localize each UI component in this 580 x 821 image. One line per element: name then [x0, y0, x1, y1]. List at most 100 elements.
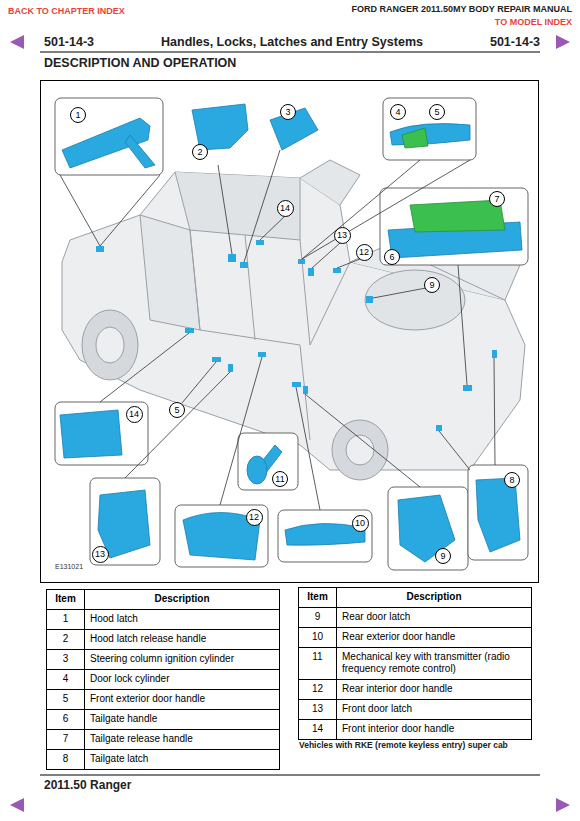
callout-circle: 9: [424, 277, 440, 293]
item-description: Rear exterior door handle: [337, 628, 531, 646]
truck-parts: [96, 240, 497, 431]
callout-circle: 11: [272, 471, 288, 487]
table-cell: 7: [46, 729, 85, 750]
table-cell: Rear exterior door handle: [336, 627, 532, 648]
callout-circle: 10: [352, 515, 369, 532]
callout-circle: 13: [334, 227, 351, 244]
table-cell: Rear interior door handle: [336, 679, 532, 700]
callout-circle: 1: [70, 107, 86, 123]
table-note: Vehicles with RKE (remote keyless entry)…: [299, 741, 508, 751]
detail-insets: [55, 98, 528, 570]
item-description: Front interior door handle: [337, 720, 531, 738]
item-number: 11: [299, 648, 336, 666]
callout-number: 14: [129, 410, 139, 419]
item-number: 1: [47, 610, 84, 628]
callout-circle: 7: [489, 191, 505, 207]
item-number: 12: [299, 680, 336, 698]
table-header-text: Description: [337, 588, 531, 606]
callout-circle: 14: [126, 406, 143, 423]
page-title: Handles, Locks, Latches and Entry System…: [161, 35, 423, 49]
item-number: 5: [47, 690, 84, 708]
table-cell: Front exterior door handle: [84, 689, 280, 710]
nav-link: BACK TO CHAPTER INDEX: [8, 6, 125, 16]
callout-number: 13: [337, 231, 347, 240]
callout-circle: 9: [435, 548, 451, 564]
callout-circle: 14: [277, 200, 294, 217]
table-cell: 10: [298, 627, 337, 648]
callout-number: 13: [95, 550, 105, 559]
rule: [40, 774, 540, 775]
table-cell: Front interior door handle: [336, 719, 532, 740]
part-pictures: [60, 104, 522, 562]
item-description: Tailgate release handle: [85, 730, 279, 748]
callout-number: 5: [434, 108, 439, 117]
page-footer: 2011.50 Ranger: [44, 779, 131, 793]
item-number: 9: [299, 608, 336, 626]
callout-circle: 5: [169, 402, 185, 418]
nav-arrow: [556, 798, 570, 812]
callout-circle: 5: [429, 104, 445, 120]
figure-frame: [41, 81, 539, 583]
item-description: Front exterior door handle: [85, 690, 279, 708]
table-cell: 8: [46, 749, 85, 770]
callout-number: 10: [355, 519, 365, 528]
section-number: 501-14-3: [44, 35, 94, 49]
section-number: 501-14-3: [490, 35, 540, 49]
table-cell: 3: [46, 649, 85, 670]
table-cell: Rear door latch: [336, 607, 532, 628]
callout-number: 9: [429, 281, 434, 290]
item-number: 2: [47, 630, 84, 648]
table-cell: Hood latch release handle: [84, 629, 280, 650]
item-description: Hood latch release handle: [85, 630, 279, 648]
table-header-text: Item: [299, 588, 336, 606]
callout-number: 7: [494, 195, 499, 204]
callout-number: 8: [509, 476, 514, 485]
table-cell: Tailgate latch: [84, 749, 280, 770]
section-heading: DESCRIPTION AND OPERATION: [44, 56, 236, 70]
item-description: Rear door latch: [337, 608, 531, 626]
table-cell: 2: [46, 629, 85, 650]
table-header-cell: Item: [46, 589, 85, 610]
callout-number: 12: [359, 248, 369, 257]
item-number: 10: [299, 628, 336, 646]
item-number: 3: [47, 650, 84, 668]
callout-circle: 12: [246, 509, 263, 526]
callout-circle: 12: [356, 244, 373, 261]
table-cell: Steering column ignition cylinder: [84, 649, 280, 670]
item-number: 7: [47, 730, 84, 748]
table-cell: 4: [46, 669, 85, 690]
callout-circle: 6: [384, 249, 400, 265]
table-cell: 14: [298, 719, 337, 740]
item-number: 4: [47, 670, 84, 688]
table-cell: Tailgate handle: [84, 709, 280, 730]
item-number: 8: [47, 750, 84, 768]
item-description: Steering column ignition cylinder: [85, 650, 279, 668]
item-description: Door lock cylinder: [85, 670, 279, 688]
nav-arrow: [556, 35, 570, 49]
table-cell: Front door latch: [336, 699, 532, 720]
callout-number: 4: [395, 108, 400, 117]
table-header-cell: Description: [84, 589, 280, 610]
table-cell: 13: [298, 699, 337, 720]
figure-id: E131021: [55, 563, 83, 571]
nav-arrow: [10, 35, 24, 49]
table-header-cell: Description: [336, 587, 532, 608]
table-cell: 5: [46, 689, 85, 710]
callout-circle: 3: [280, 104, 296, 120]
callout-number: 5: [174, 406, 179, 415]
item-description: Rear interior door handle: [337, 680, 531, 698]
item-number: 14: [299, 720, 336, 738]
table-cell: Door lock cylinder: [84, 669, 280, 690]
table-cell: 1: [46, 609, 85, 630]
nav-arrow: [10, 798, 24, 812]
callout-number: 6: [389, 253, 394, 262]
callout-number: 1: [75, 111, 80, 120]
callout-circle: 8: [504, 472, 520, 488]
callout-number: 9: [440, 552, 445, 561]
table-cell: 12: [298, 679, 337, 700]
nav-link: TO MODEL INDEX: [495, 17, 572, 27]
table-cell: 11: [298, 647, 337, 680]
table-cell: 9: [298, 607, 337, 628]
item-description: Front door latch: [337, 700, 531, 718]
callout-circle: 4: [390, 104, 406, 120]
